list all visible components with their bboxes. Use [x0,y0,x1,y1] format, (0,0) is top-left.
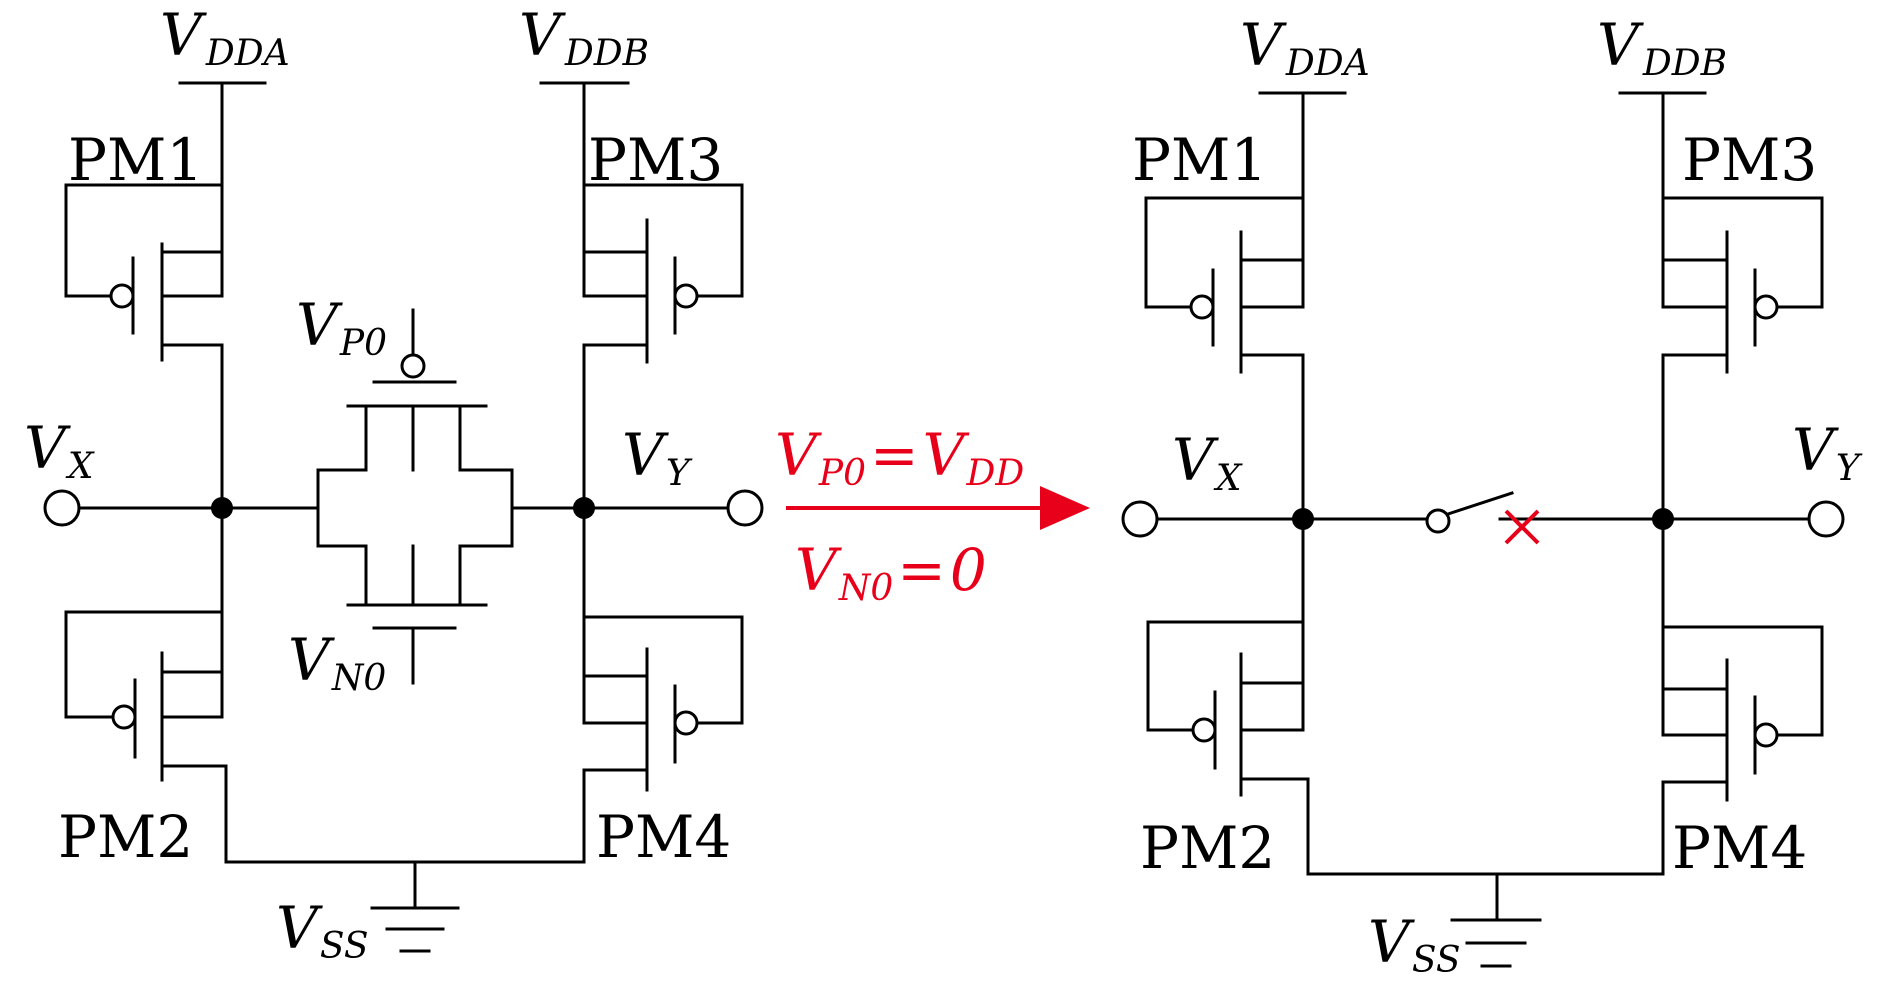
left-vddb-rail [539,81,630,187]
right-pm3-label: PM3 [1682,126,1817,194]
right-pm3-transistor [1661,196,1824,521]
left-pm2-transistor [64,506,228,864]
right-pm4-gate-bubble-icon [1753,722,1779,748]
right-pm1-transistor [1144,196,1305,521]
left-node-b [573,497,595,519]
left-vn0-label: VN0 [288,626,386,699]
left-pm2-label: PM2 [58,803,193,871]
right-pm4-transistor [1661,517,1824,876]
right-vx-terminal [1121,500,1159,538]
right-pm4-label: PM4 [1672,814,1807,882]
left-vss-rail [224,860,586,910]
condition-annotation: VP0=VDD VN0=0 [775,421,1090,609]
left-vp0-label: VP0 [296,291,387,364]
right-vss-label: VSS [1368,908,1461,981]
left-vx-terminal [43,489,81,527]
right-pm2-label: PM2 [1140,814,1275,882]
left-pm3-transistor [582,183,744,510]
left-vss-label: VSS [276,894,369,967]
right-ground-symbol-icon [1450,918,1542,968]
vp0-gate-bubble-icon [400,353,426,379]
right-pm2-gate-bubble-icon [1191,717,1217,743]
right-vy-terminal [1807,500,1845,538]
right-vss-rail [1306,872,1665,922]
open-switch-icon [1425,508,1451,534]
left-pm1-transistor [64,183,224,510]
right-vx-label: VX [1172,426,1243,499]
right-node-b [1652,508,1674,530]
transmission-gate [316,308,514,685]
red-x-cross-icon [1504,509,1540,545]
pm3-gate-bubble-icon [673,283,699,309]
pm4-gate-bubble-icon [673,710,699,736]
vp0-equals-vdd-text: VP0=VDD [775,421,1024,494]
left-pm4-transistor [582,506,744,864]
right-signal-line [1121,491,1845,545]
right-pm3-gate-bubble-icon [1753,294,1779,320]
left-ground-symbol-icon [370,906,460,953]
pm2-gate-bubble-icon [111,704,137,730]
right-node-a [1292,508,1314,530]
right-vdda-rail [1258,91,1347,200]
right-vddb-rail [1618,91,1707,200]
left-pm3-label: PM3 [588,126,723,194]
left-vx-label: VX [24,414,95,487]
right-pm2-transistor [1146,517,1310,876]
left-pm1-label: PM1 [68,126,203,194]
vn0-equals-zero-text: VN0=0 [795,536,987,609]
pm1-gate-bubble-icon [109,283,135,309]
left-vy-label: VY [622,421,693,494]
left-vy-terminal [726,489,764,527]
right-pm1-gate-bubble-icon [1189,294,1215,320]
left-signal-line [43,489,764,527]
left-pm4-label: PM4 [596,803,731,871]
right-vy-label: VY [1792,416,1863,489]
left-vdda-rail [178,81,267,187]
left-node-a [211,497,233,519]
right-pm1-label: PM1 [1132,126,1267,194]
red-right-arrow-icon [786,486,1090,530]
